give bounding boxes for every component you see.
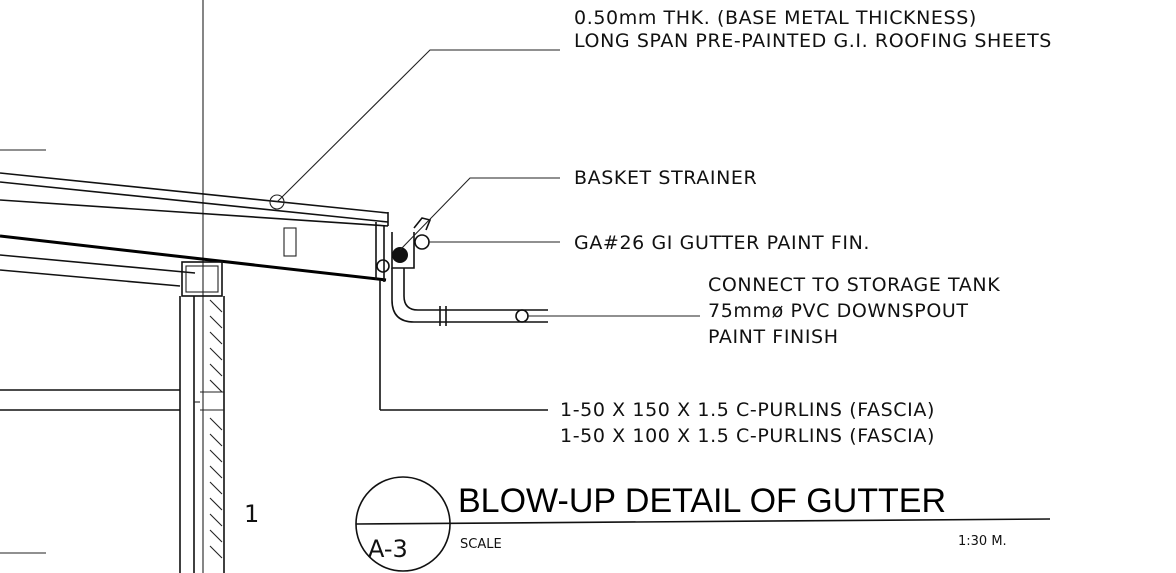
leader-lines xyxy=(269,49,700,317)
purlin-note-line1: 1-50 X 150 X 1.5 C-PURLINS (FASCIA) xyxy=(560,399,935,421)
scale-value: 1:30 M. xyxy=(958,534,1007,549)
column xyxy=(179,261,225,573)
gutter-assembly xyxy=(391,217,432,269)
pvc-downspout xyxy=(391,268,548,326)
gutter-note: GA#26 GI GUTTER PAINT FIN. xyxy=(574,232,870,254)
detail-title: BLOW-UP DETAIL OF GUTTER xyxy=(458,482,946,520)
scale-label: SCALE xyxy=(460,537,502,552)
fascia-purlin xyxy=(375,222,548,411)
sheet-reference: A-3 xyxy=(368,535,408,563)
downspout-note-line3: PAINT FINISH xyxy=(708,326,839,348)
roof-sheet-note-line2: LONG SPAN PRE-PAINTED G.I. ROOFING SHEET… xyxy=(574,30,1052,52)
downspout-note-line2: 75mmø PVC DOWNSPOUT xyxy=(708,300,969,322)
basket-strainer xyxy=(392,247,408,263)
basket-strainer-note: BASKET STRAINER xyxy=(574,167,757,189)
downspout-note-line1: CONNECT TO STORAGE TANK xyxy=(708,274,1000,296)
title-block: A-3 BLOW-UP DETAIL OF GUTTER SCALE 1:30 … xyxy=(355,476,1051,572)
roofing-sheets xyxy=(0,172,389,287)
purlin-note-line2: 1-50 X 100 X 1.5 C-PURLINS (FASCIA) xyxy=(560,425,935,447)
roof-sheet-note-line1: 0.50mm THK. (BASE METAL THICKNESS) xyxy=(574,7,977,29)
grid-number: 1 xyxy=(244,500,259,528)
